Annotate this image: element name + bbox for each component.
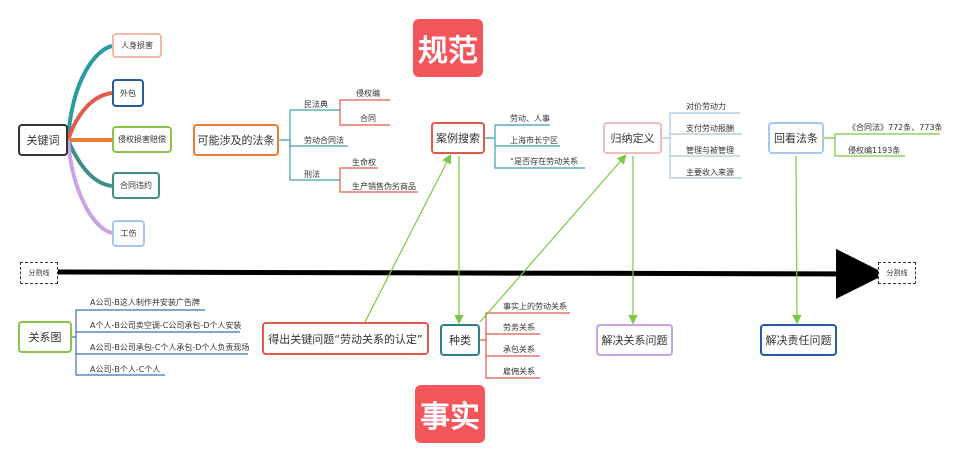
type-labor-service: 劳务关系	[503, 323, 535, 332]
review-tort-1193: 侵权编1193条	[848, 146, 901, 155]
types-root[interactable]: 种类	[440, 324, 480, 356]
case-search-relationship: “是否存在劳动关系	[510, 157, 579, 166]
keyword-breach-of-contract[interactable]: 合同违约	[112, 172, 160, 199]
keyword-tort-damages[interactable]: 侵权损害赔偿	[112, 126, 172, 153]
relation-item-2: A个人-B公司卖空调-C公司承包-D个人安装	[90, 321, 242, 330]
relation-item-4: A公司-B个人-C个人	[90, 365, 161, 374]
law-tort-book: 侵权编	[356, 89, 380, 98]
type-de-facto-labor: 事实上的劳动关系	[503, 302, 567, 311]
norm-badge: 规范	[413, 19, 483, 77]
solve-relation-box[interactable]: 解决关系问题	[596, 324, 673, 356]
induction-income: 主要收入来源	[686, 168, 734, 177]
law-right-to-life: 生命权	[352, 158, 376, 167]
law-fake-goods: 生产销售伪劣商品	[352, 182, 416, 191]
induction-root[interactable]: 归纳定义	[603, 122, 662, 154]
law-contract: 合同	[360, 114, 376, 123]
case-search-root[interactable]: 案例搜索	[431, 122, 485, 154]
case-search-changning: 上海市长宁区	[510, 136, 558, 145]
induction-pay: 支付劳动报酬	[686, 124, 734, 133]
keywords-root[interactable]: 关键词	[18, 124, 68, 156]
fact-badge: 事实	[415, 385, 485, 443]
type-contracting: 承包关系	[503, 345, 535, 354]
induction-consideration: 对价劳动力	[686, 102, 726, 111]
relation-root[interactable]: 关系图	[18, 321, 72, 353]
law-criminal: 刑法	[304, 170, 320, 179]
relation-item-1: A公司-B这人制作并安装广告牌	[90, 298, 200, 307]
divider-left-label: 分割线	[20, 262, 58, 284]
law-civil-code: 民法典	[304, 100, 328, 109]
law-labor-contract: 劳动合同法	[304, 136, 344, 145]
keyword-personal-injury[interactable]: 人身损害	[112, 33, 162, 58]
laws-root[interactable]: 可能涉及的法条	[193, 124, 279, 156]
relation-item-3: A公司-B公司承包-C个人承包-D个人负责现场	[90, 343, 250, 352]
review-contract-law: 《合同法》772条、773条	[848, 123, 943, 132]
key-question-box[interactable]: 得出关键问题“劳动关系的认定”	[262, 322, 429, 355]
induction-management: 管理与被管理	[686, 146, 734, 155]
review-root[interactable]: 回看法条	[768, 122, 824, 154]
divider-right-label: 分割线	[878, 262, 916, 284]
solve-liability-box[interactable]: 解决责任问题	[760, 324, 837, 356]
keyword-outsourcing[interactable]: 外包	[112, 79, 144, 107]
type-employment: 雇佣关系	[503, 367, 535, 376]
case-search-labor: 劳动、人事	[510, 114, 550, 123]
keyword-work-injury[interactable]: 工伤	[112, 220, 145, 247]
